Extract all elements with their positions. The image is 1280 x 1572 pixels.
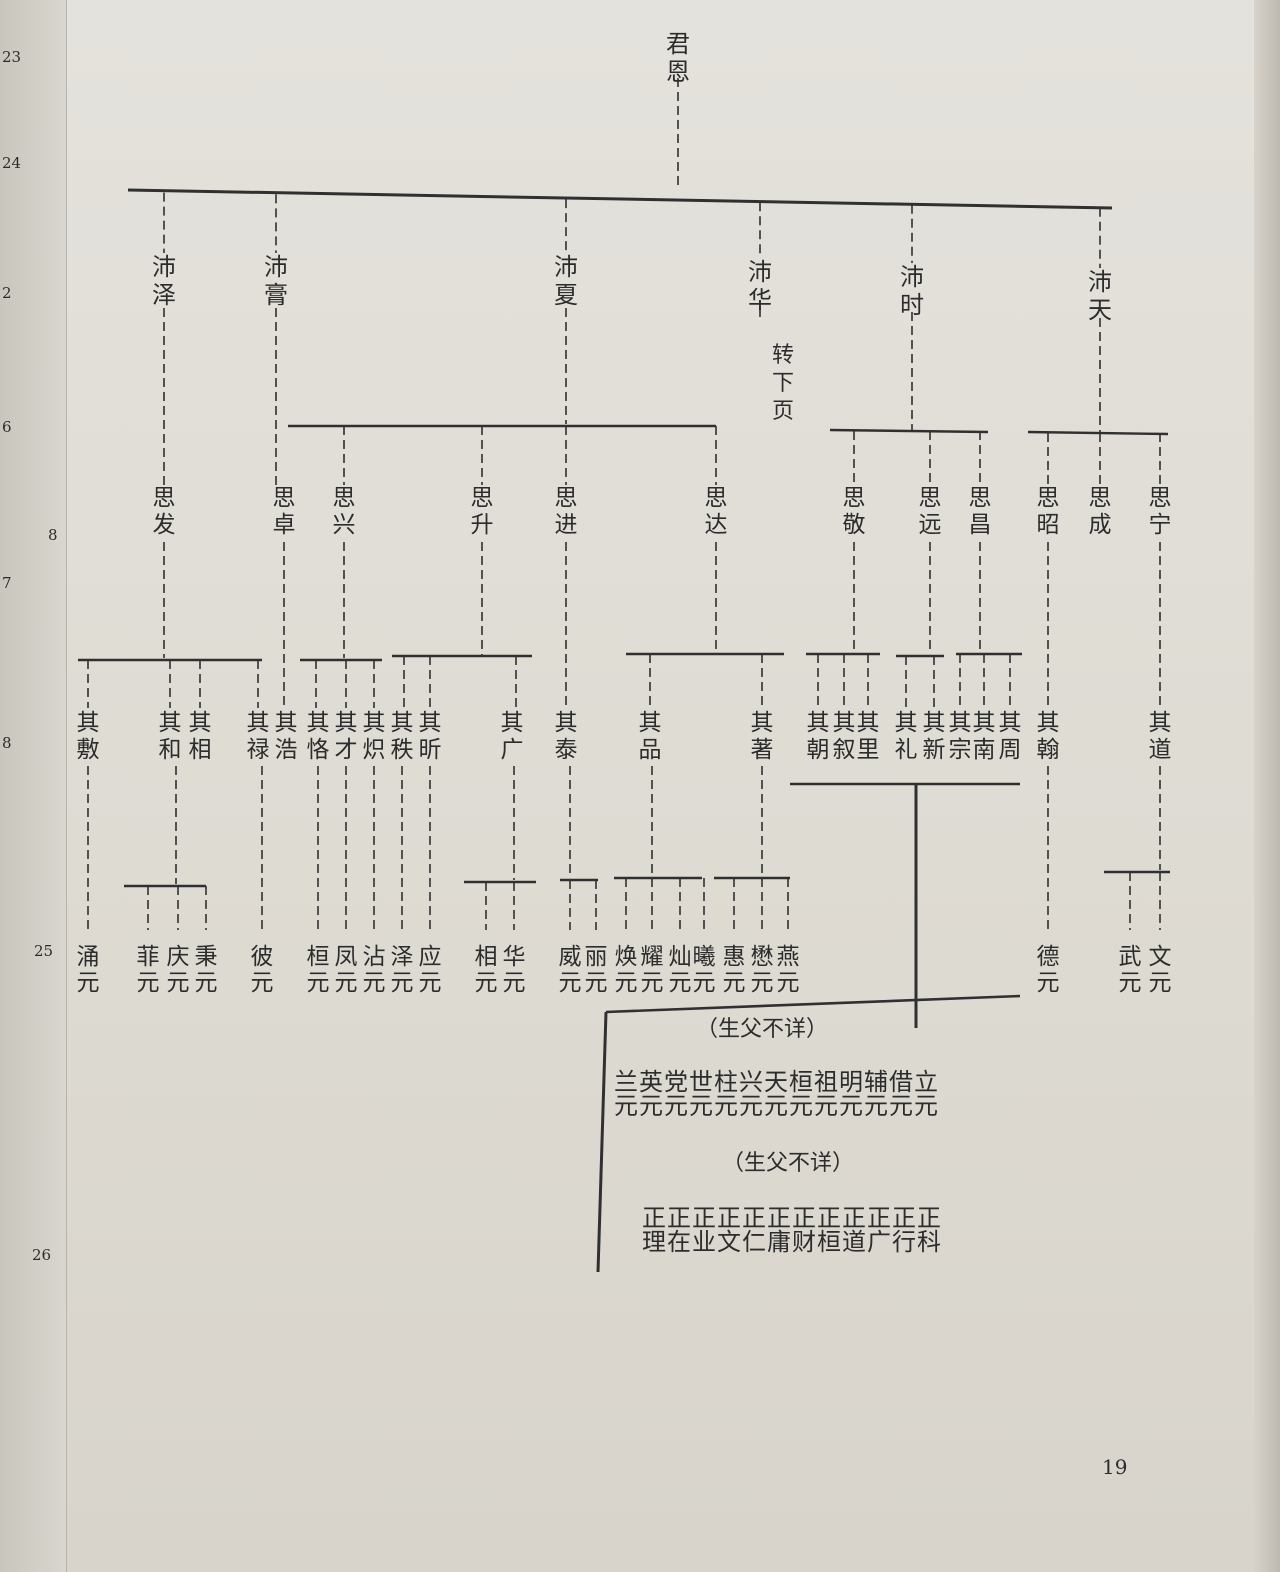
margin-number: 2 (2, 284, 12, 302)
margin-number: 6 (2, 418, 12, 436)
person-gen4: 其恪 (307, 710, 330, 763)
person-gen4: 其炽 (363, 710, 386, 763)
person-gen4: 其相 (189, 710, 212, 763)
person-gen2: 沛时 (900, 263, 924, 319)
note-turn-page: 下 (772, 371, 794, 396)
person-gen5: 燕元 (777, 944, 800, 996)
person-gen5: 沾元 (363, 944, 386, 996)
person-gen2: 沛膏 (264, 253, 288, 309)
person-gen3: 思宁 (1149, 485, 1172, 538)
person-gen4: 其叙 (833, 710, 856, 763)
person-gen4: 其礼 (895, 710, 918, 763)
person-gen5: 灿元 (669, 944, 692, 996)
person-gen3: 思敬 (843, 485, 866, 538)
person-gen5: 焕元 (615, 944, 638, 996)
person-gen3: 思成 (1089, 485, 1112, 538)
tree-line (605, 994, 1021, 1014)
person-gen3: 思兴 (333, 485, 356, 538)
person-gen3: 思昭 (1037, 485, 1060, 538)
tree-line (596, 1011, 608, 1273)
person-gen4: 其秩 (391, 710, 414, 763)
margin-number: 8 (48, 526, 58, 544)
margin-number: 23 (2, 48, 21, 66)
note-turn-page: 转 (772, 343, 794, 368)
person-root: 君恩 (666, 30, 690, 86)
person-gen5: 相元 (475, 944, 498, 996)
page-number: 19 (1102, 1455, 1127, 1479)
tree-line (1027, 430, 1169, 436)
person-gen5: 桓元 (307, 944, 330, 996)
person-gen4: 其著 (751, 710, 774, 763)
person-gen4: 其泰 (555, 710, 578, 763)
person-gen4: 其品 (639, 710, 662, 763)
unknown-group-2-row-2: 理在业文仁庸财桓道广行科 (642, 1228, 942, 1256)
person-gen3: 思卓 (273, 485, 296, 538)
person-gen5: 泽元 (391, 944, 414, 996)
person-gen5: 德元 (1037, 944, 1060, 996)
margin-number: 7 (2, 574, 12, 592)
person-gen4: 其敷 (77, 710, 100, 763)
person-gen4: 其里 (857, 710, 880, 763)
person-gen4: 其宗 (949, 710, 972, 763)
person-gen5: 武元 (1119, 944, 1142, 996)
tree-lines (78, 78, 1170, 1273)
person-gen5: 华元 (503, 944, 526, 996)
person-gen4: 其昕 (419, 710, 442, 763)
person-gen5: 涌元 (77, 944, 100, 996)
person-gen4: 其新 (923, 710, 946, 763)
person-gen3: 思远 (919, 485, 942, 538)
margin-number: 25 (34, 942, 53, 960)
margin-number: 26 (32, 1246, 51, 1264)
unknown-group-2-row-1: 正正正正正正正正正正正正 (642, 1204, 942, 1232)
person-gen5: 菲元 (137, 944, 160, 996)
page-edge-shadow (1254, 0, 1280, 1572)
person-gen5: 庆元 (167, 944, 190, 996)
person-gen3: 思升 (471, 485, 494, 538)
person-gen4: 其周 (999, 710, 1022, 763)
person-gen5: 文元 (1149, 944, 1172, 996)
person-gen5: 应元 (419, 944, 442, 996)
person-gen4: 其南 (973, 710, 996, 763)
person-gen5: 凤元 (335, 944, 358, 996)
person-gen3: 思昌 (969, 485, 992, 538)
person-gen5: 秉元 (195, 944, 218, 996)
unknown-father-label-2: （生父不详） (722, 1151, 854, 1176)
person-gen5: 丽元 (585, 944, 608, 996)
person-gen4: 其才 (335, 710, 358, 763)
person-gen4: 其和 (159, 710, 182, 763)
person-gen5: 彼元 (251, 944, 274, 996)
person-gen5: 耀元 (641, 944, 664, 996)
person-gen2: 沛华 (748, 258, 772, 314)
unknown-group-1-row-1: 兰英党世柱兴天桓祖明辅借立 (614, 1068, 939, 1096)
person-gen2: 沛泽 (152, 253, 176, 309)
person-gen4: 其广 (501, 710, 524, 763)
person-gen2: 沛夏 (554, 253, 578, 309)
unknown-father-label-1: （生父不详） (696, 1017, 828, 1042)
person-gen5: 曦元 (693, 944, 716, 996)
note-turn-page: 页 (772, 399, 794, 424)
person-gen2: 沛天 (1088, 268, 1112, 324)
tree-line (829, 428, 989, 434)
previous-page-edge (0, 0, 67, 1572)
person-gen4: 其浩 (275, 710, 298, 763)
person-gen5: 威元 (559, 944, 582, 996)
person-gen3: 思发 (153, 485, 176, 538)
margin-number: 24 (2, 154, 21, 172)
person-gen5: 懋元 (751, 944, 774, 996)
person-gen5: 惠元 (723, 944, 746, 996)
unknown-group-1-row-2: 元元元元元元元元元元元元元 (614, 1092, 939, 1120)
person-gen4: 其禄 (247, 710, 270, 763)
person-gen4: 其翰 (1037, 710, 1060, 763)
person-gen3: 思达 (705, 485, 728, 538)
person-gen4: 其道 (1149, 710, 1172, 763)
margin-number: 8 (2, 734, 12, 752)
tree-line (127, 188, 1113, 210)
person-gen4: 其朝 (807, 710, 830, 763)
person-gen3: 思进 (555, 485, 578, 538)
